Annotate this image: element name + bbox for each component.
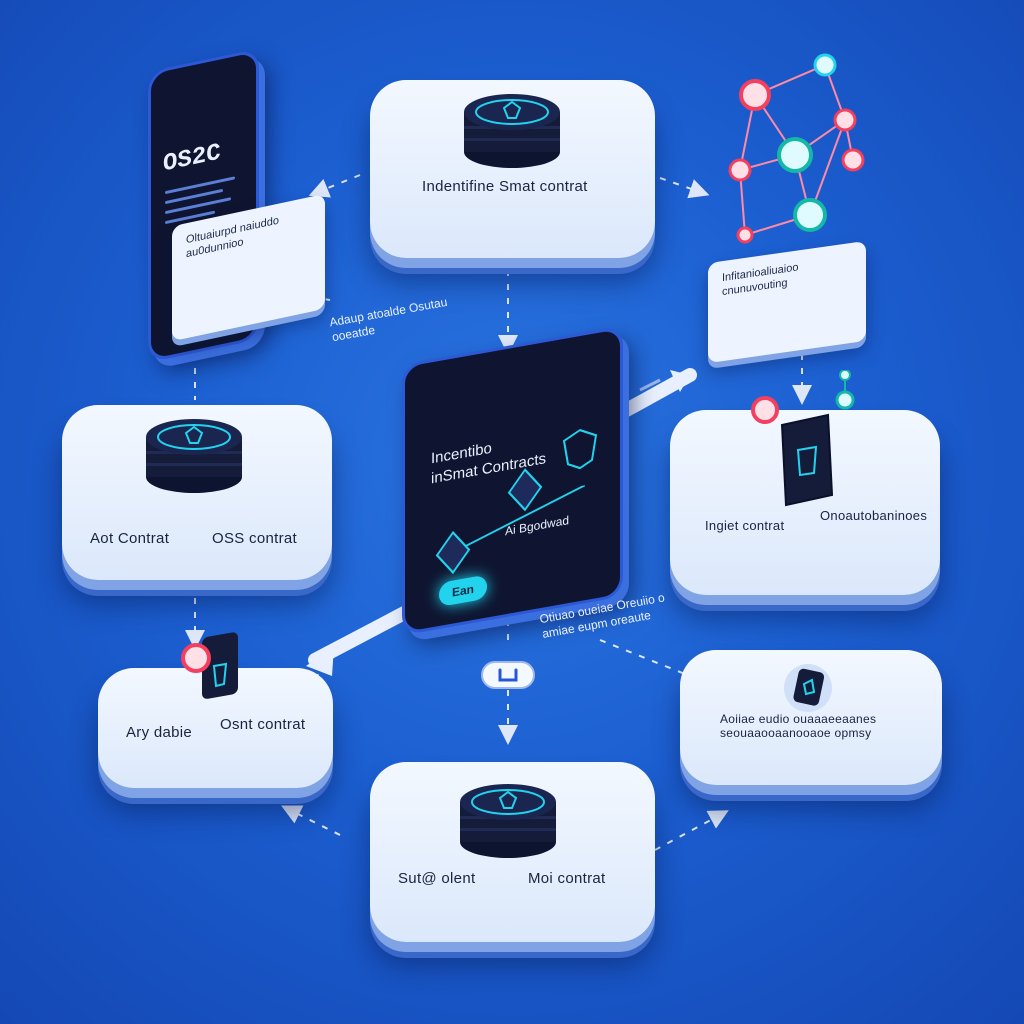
bottom-left-node-label-b: Osnt contrat [220, 716, 306, 733]
code-line [165, 176, 235, 195]
link-icon [481, 661, 535, 689]
shield-coin-icon [146, 419, 242, 493]
double-arrow-right-icon [605, 368, 697, 425]
network-graph-icon [728, 53, 865, 244]
right-node-label-a: Ingiet contrat [705, 518, 785, 533]
center-phone-device: Incentibo inSmat Contracts Ai Bgodwad Ea… [402, 325, 623, 636]
connector-top-right [659, 177, 710, 199]
link-line [465, 485, 585, 548]
bottom-left-node-label-a: Ary dabie [126, 724, 193, 741]
right-node-tile: Ingiet contrat Onoautobaninoes [670, 370, 940, 595]
top-node-label: Indentifine Smat contrat [422, 178, 588, 195]
shield-icon [562, 428, 598, 470]
shield-coin-icon [464, 94, 560, 168]
left-node-tile: Aot Contrat OSS contrat [62, 405, 332, 580]
network-nodes-icon [751, 370, 855, 424]
center-phone-action-button[interactable]: Ean [439, 574, 487, 607]
bottom-node-tile: Sut@ olent Moi contrat [370, 762, 655, 942]
contract-tag-icon [181, 632, 238, 699]
diamond-token-icon [507, 468, 543, 512]
connector-bottom-right [654, 810, 729, 851]
bottom-right-node-tile: Aoiiae eudio ouaaaeeaanes seouaaooaanooa… [680, 650, 942, 785]
right-node-label-b: Onoautobaninoes [820, 508, 928, 523]
bottom-right-node-label: Aoiiae eudio ouaaaeeaanes seouaaooaanooa… [720, 712, 877, 740]
left-node-label-b: OSS contrat [212, 530, 298, 547]
diamond-token-icon [780, 413, 834, 507]
bottom-left-node-tile: Ary dabie Osnt contrat [98, 632, 333, 788]
double-arrow-left-icon [306, 603, 417, 676]
left-phone-title: OS2C [163, 139, 221, 179]
bottom-node-label-b: Moi contrat [528, 870, 606, 887]
connector-bottom-left [281, 805, 341, 836]
top-node-tile: Indentifine Smat contrat [370, 80, 655, 258]
connector-top-left [308, 174, 361, 198]
shield-coin-icon [460, 784, 556, 858]
bottom-node-label-a: Sut@ olent [398, 870, 476, 887]
diamond-token-icon [784, 664, 832, 712]
diamond-token-icon [435, 530, 471, 575]
left-node-label-a: Aot Contrat [90, 530, 170, 547]
